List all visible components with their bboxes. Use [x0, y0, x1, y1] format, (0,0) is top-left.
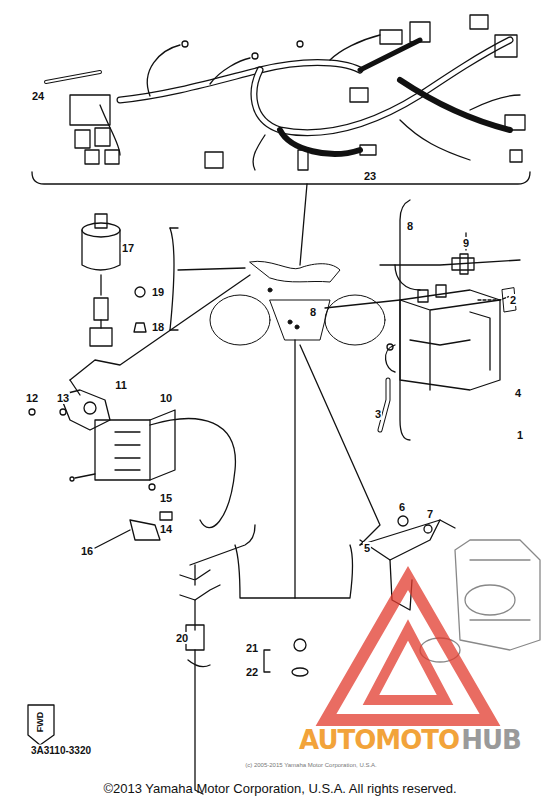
copyright-caption: ©2013 Yamaha Motor Corporation, U.S.A. A…	[102, 782, 457, 796]
bolt	[235, 340, 353, 676]
callout-number: 9	[462, 237, 470, 249]
forward-arrow	[28, 705, 54, 745]
callout-number: 18	[151, 321, 165, 333]
frame-outline	[210, 261, 385, 345]
callout-number: 19	[151, 286, 165, 298]
watermark-logo	[326, 578, 490, 720]
callout-number: 12	[25, 392, 39, 404]
regulator-unit	[325, 200, 520, 440]
callout-number: 24	[31, 90, 45, 102]
watermark-text: AUTOMOTO	[298, 726, 460, 755]
callout-number: 20	[175, 632, 189, 644]
callout-number: 5	[363, 542, 371, 554]
direction-mark: FWD	[36, 711, 46, 734]
callout-number: 8	[406, 220, 414, 232]
ignition-switch	[82, 214, 245, 346]
callout-number: 3	[374, 408, 382, 420]
mounting-bracket	[300, 345, 540, 662]
callout-number: 15	[159, 492, 173, 504]
watermark-text: HUB	[460, 726, 522, 755]
callout-number: 1	[516, 429, 524, 441]
callout-number: 2	[509, 294, 517, 306]
callout-number: 11	[114, 379, 128, 391]
callout-number: 13	[56, 392, 70, 404]
callout-number: 17	[121, 242, 135, 254]
group-bracket	[32, 172, 530, 184]
callout-number: 7	[426, 508, 434, 520]
callout-number: 8	[309, 306, 317, 318]
callout-number: 21	[245, 642, 259, 654]
callout-number: 22	[245, 666, 259, 678]
callout-number: 6	[398, 501, 406, 513]
callout-number: 16	[80, 545, 94, 557]
callout-number: 4	[514, 387, 522, 399]
callout-number: 23	[363, 170, 377, 182]
ignition-coil	[29, 275, 255, 565]
sensor-lead	[180, 565, 220, 794]
copyright-note: (c) 2005-2015 Yamaha Motor Corporation, …	[244, 762, 378, 769]
wire-harness	[46, 15, 525, 170]
callout-number: 14	[159, 523, 173, 535]
diagram-code: 3A3110-3320	[30, 745, 92, 756]
leader-line	[300, 184, 307, 265]
callout-number: 10	[159, 392, 173, 404]
